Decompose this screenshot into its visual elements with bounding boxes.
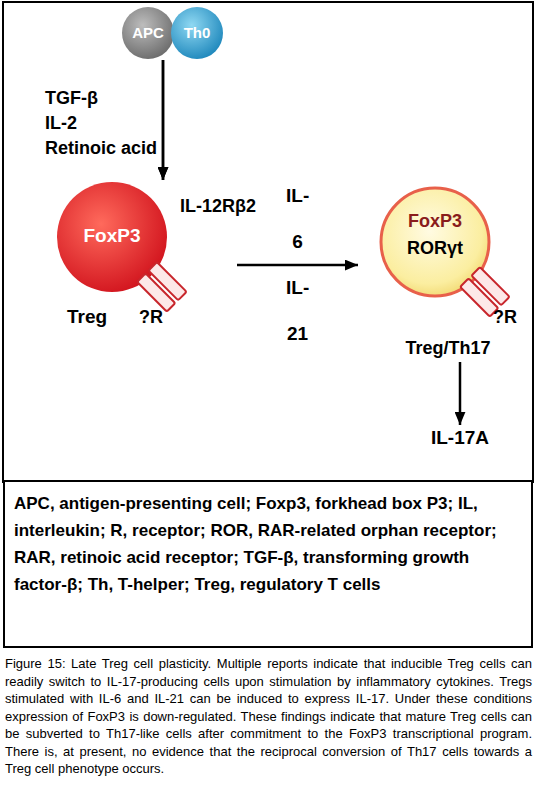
arrow-connector [162,60,165,180]
edge-label: IL-6 IL-21 [286,173,309,357]
figure-caption: Figure 15: Late Treg cell plasticity. Mu… [5,655,532,778]
receptor-chain [148,262,186,300]
cytokine-label: Retinoic acid [45,138,157,159]
node-shape [358,180,533,362]
node-text: APC [121,6,175,60]
receptor-chain [471,267,509,305]
cell-circle [381,188,489,296]
receptor-symbol [137,262,186,311]
cell-circle [171,7,223,59]
cytokine-label: TGF-β [45,88,98,109]
node-text: FoxP3 [380,211,490,232]
cell-circle [57,182,167,292]
node-text: Th0 [170,6,224,60]
receptor-label: ?R [139,307,163,328]
node-caption: Treg [67,306,107,328]
treg-th17-cell: FoxP3RORγtTreg/Th17 [358,180,533,362]
cytokine-label: IL-2 [45,113,77,134]
abbreviation-panel: APC, antigen-presenting cell; Foxp3, for… [3,480,533,648]
node-text: APC, antigen-presenting cell; Foxp3, for… [14,490,524,598]
node-text: FoxP3 [57,225,167,247]
arrow-connector [459,362,462,425]
node-caption: Treg/Th17 [398,338,498,359]
node-caption: RORγt [380,238,490,259]
node-text: IL-17A [420,425,500,451]
cell-circle [122,7,174,59]
arrow-connector [237,264,358,267]
th0-cell: Th0 [170,6,224,60]
frame-border [3,2,533,482]
receptor-label: IL-12Rβ2 [180,196,256,217]
output-cytokine: IL-17A [420,425,500,451]
arrow-connector [162,60,165,180]
apc-cell: APC [121,6,175,60]
receptor-label: ?R [493,307,517,328]
